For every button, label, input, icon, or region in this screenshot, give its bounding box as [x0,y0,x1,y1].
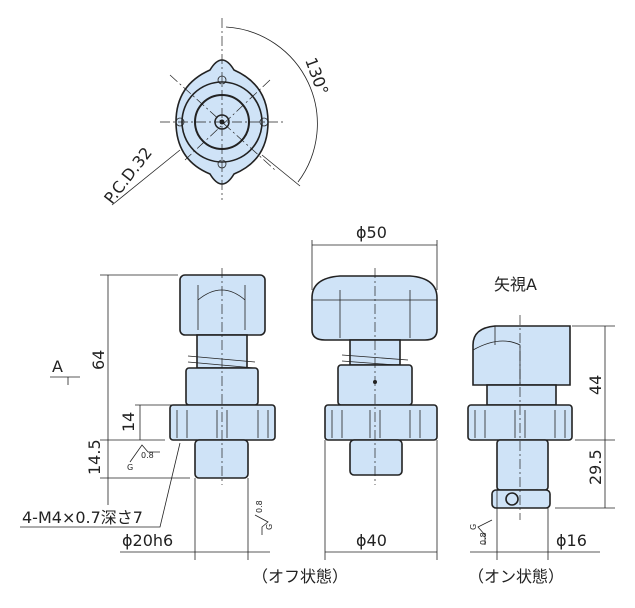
svg-text:G: G [127,463,133,472]
flange-dia: ϕ40 [356,531,387,550]
svg-text:G: G [265,524,274,530]
top-view: 130° P.C.D.32 [100,18,332,207]
on-height-29-5: 29.5 [586,449,605,485]
flange-height-14: 14 [119,412,138,432]
height-64: 64 [89,350,108,370]
roughness-symbol: 0.8 G [254,500,274,535]
knob-dia: ϕ50 [356,223,387,242]
off-state-caption: （オフ状態） [252,567,348,586]
on-state-caption: （オン状態） [468,567,564,586]
view-arrow-a: A [52,357,63,376]
view-a-label: 矢視A [494,275,537,294]
shaft-dia: ϕ20h6 [122,531,173,550]
svg-text:0.8: 0.8 [141,451,154,460]
off-state-front-view: ϕ50 ϕ40 （オフ状態） [252,223,438,586]
pcd-label: P.C.D.32 [100,144,156,208]
on-state-view-a: 矢視A 44 29.5 ϕ16 G 0.8 （オン状態） [467,275,615,586]
roughness-symbol: G 0.8 [127,444,160,472]
off-state-side-view: 64 14 14.5 A G 0.8 4-M4×0.7深さ7 ϕ20h6 0.8… [20,268,276,560]
svg-text:0.8: 0.8 [255,500,264,513]
svg-text:G: G [469,524,478,530]
angle-label: 130° [301,55,332,98]
shaft-length-14-5: 14.5 [85,439,104,475]
pin-dia: ϕ16 [556,531,587,550]
svg-text:0.8: 0.8 [479,532,488,545]
roughness-symbol: G 0.8 [469,519,493,545]
thread-note: 4-M4×0.7深さ7 [22,508,143,527]
on-height-44: 44 [586,375,605,395]
